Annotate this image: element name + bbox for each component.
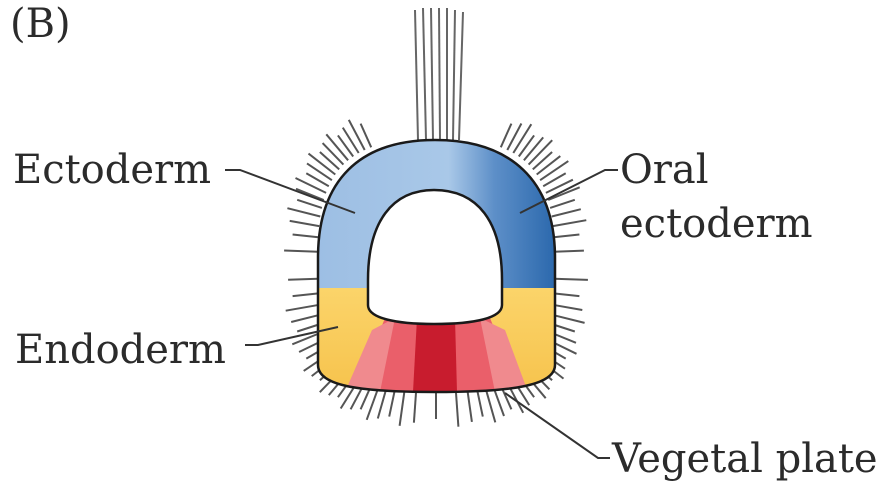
cilium (323, 143, 344, 165)
cilium (524, 137, 543, 160)
cilium (293, 293, 319, 296)
vegetal-plate-center (413, 318, 457, 392)
cilium (320, 152, 339, 169)
cilium (290, 221, 320, 226)
cilium (494, 388, 504, 416)
cilium (477, 391, 482, 417)
cilium (537, 156, 561, 174)
cilium (550, 200, 575, 208)
cilium (553, 220, 587, 226)
cilium (293, 235, 319, 238)
ectoderm-label: Ectoderm (13, 148, 211, 192)
cilium (554, 251, 584, 252)
cilium (378, 390, 386, 419)
cilium (540, 161, 568, 180)
cilium (284, 251, 318, 252)
cilium (554, 235, 580, 238)
oral-ectoderm-label-line1: Oral (620, 148, 709, 192)
cilium (519, 135, 534, 156)
cilium (468, 392, 472, 422)
cilium (287, 208, 320, 216)
cilium (486, 390, 495, 423)
cilium (552, 315, 585, 323)
apical-tuft (415, 8, 463, 140)
cilium (414, 393, 416, 423)
cilium (554, 293, 580, 296)
cilium (529, 140, 553, 164)
cilium (513, 124, 531, 153)
vegetal-plate-leader (505, 393, 610, 458)
blastocoel (368, 190, 502, 324)
cilium (456, 393, 458, 427)
cilium (309, 154, 336, 175)
cilium (389, 391, 394, 417)
cilium (291, 315, 320, 322)
cilium (349, 120, 365, 150)
cilium (286, 305, 320, 311)
cilium (297, 200, 322, 208)
cilium (554, 279, 588, 280)
cilium (343, 128, 359, 153)
panel-label: (B) (10, 2, 71, 46)
vegetal-plate-label: Vegetal plate (612, 437, 878, 481)
cilium (338, 135, 353, 156)
cilium (400, 392, 405, 426)
cilium (326, 134, 348, 160)
cilium (307, 163, 332, 180)
endoderm-label: Endoderm (15, 328, 226, 372)
cilium (288, 279, 318, 280)
cilium (552, 209, 581, 216)
cilium (533, 152, 552, 169)
oral-ectoderm-label-line2: ectoderm (620, 202, 813, 246)
cilium (553, 305, 583, 310)
